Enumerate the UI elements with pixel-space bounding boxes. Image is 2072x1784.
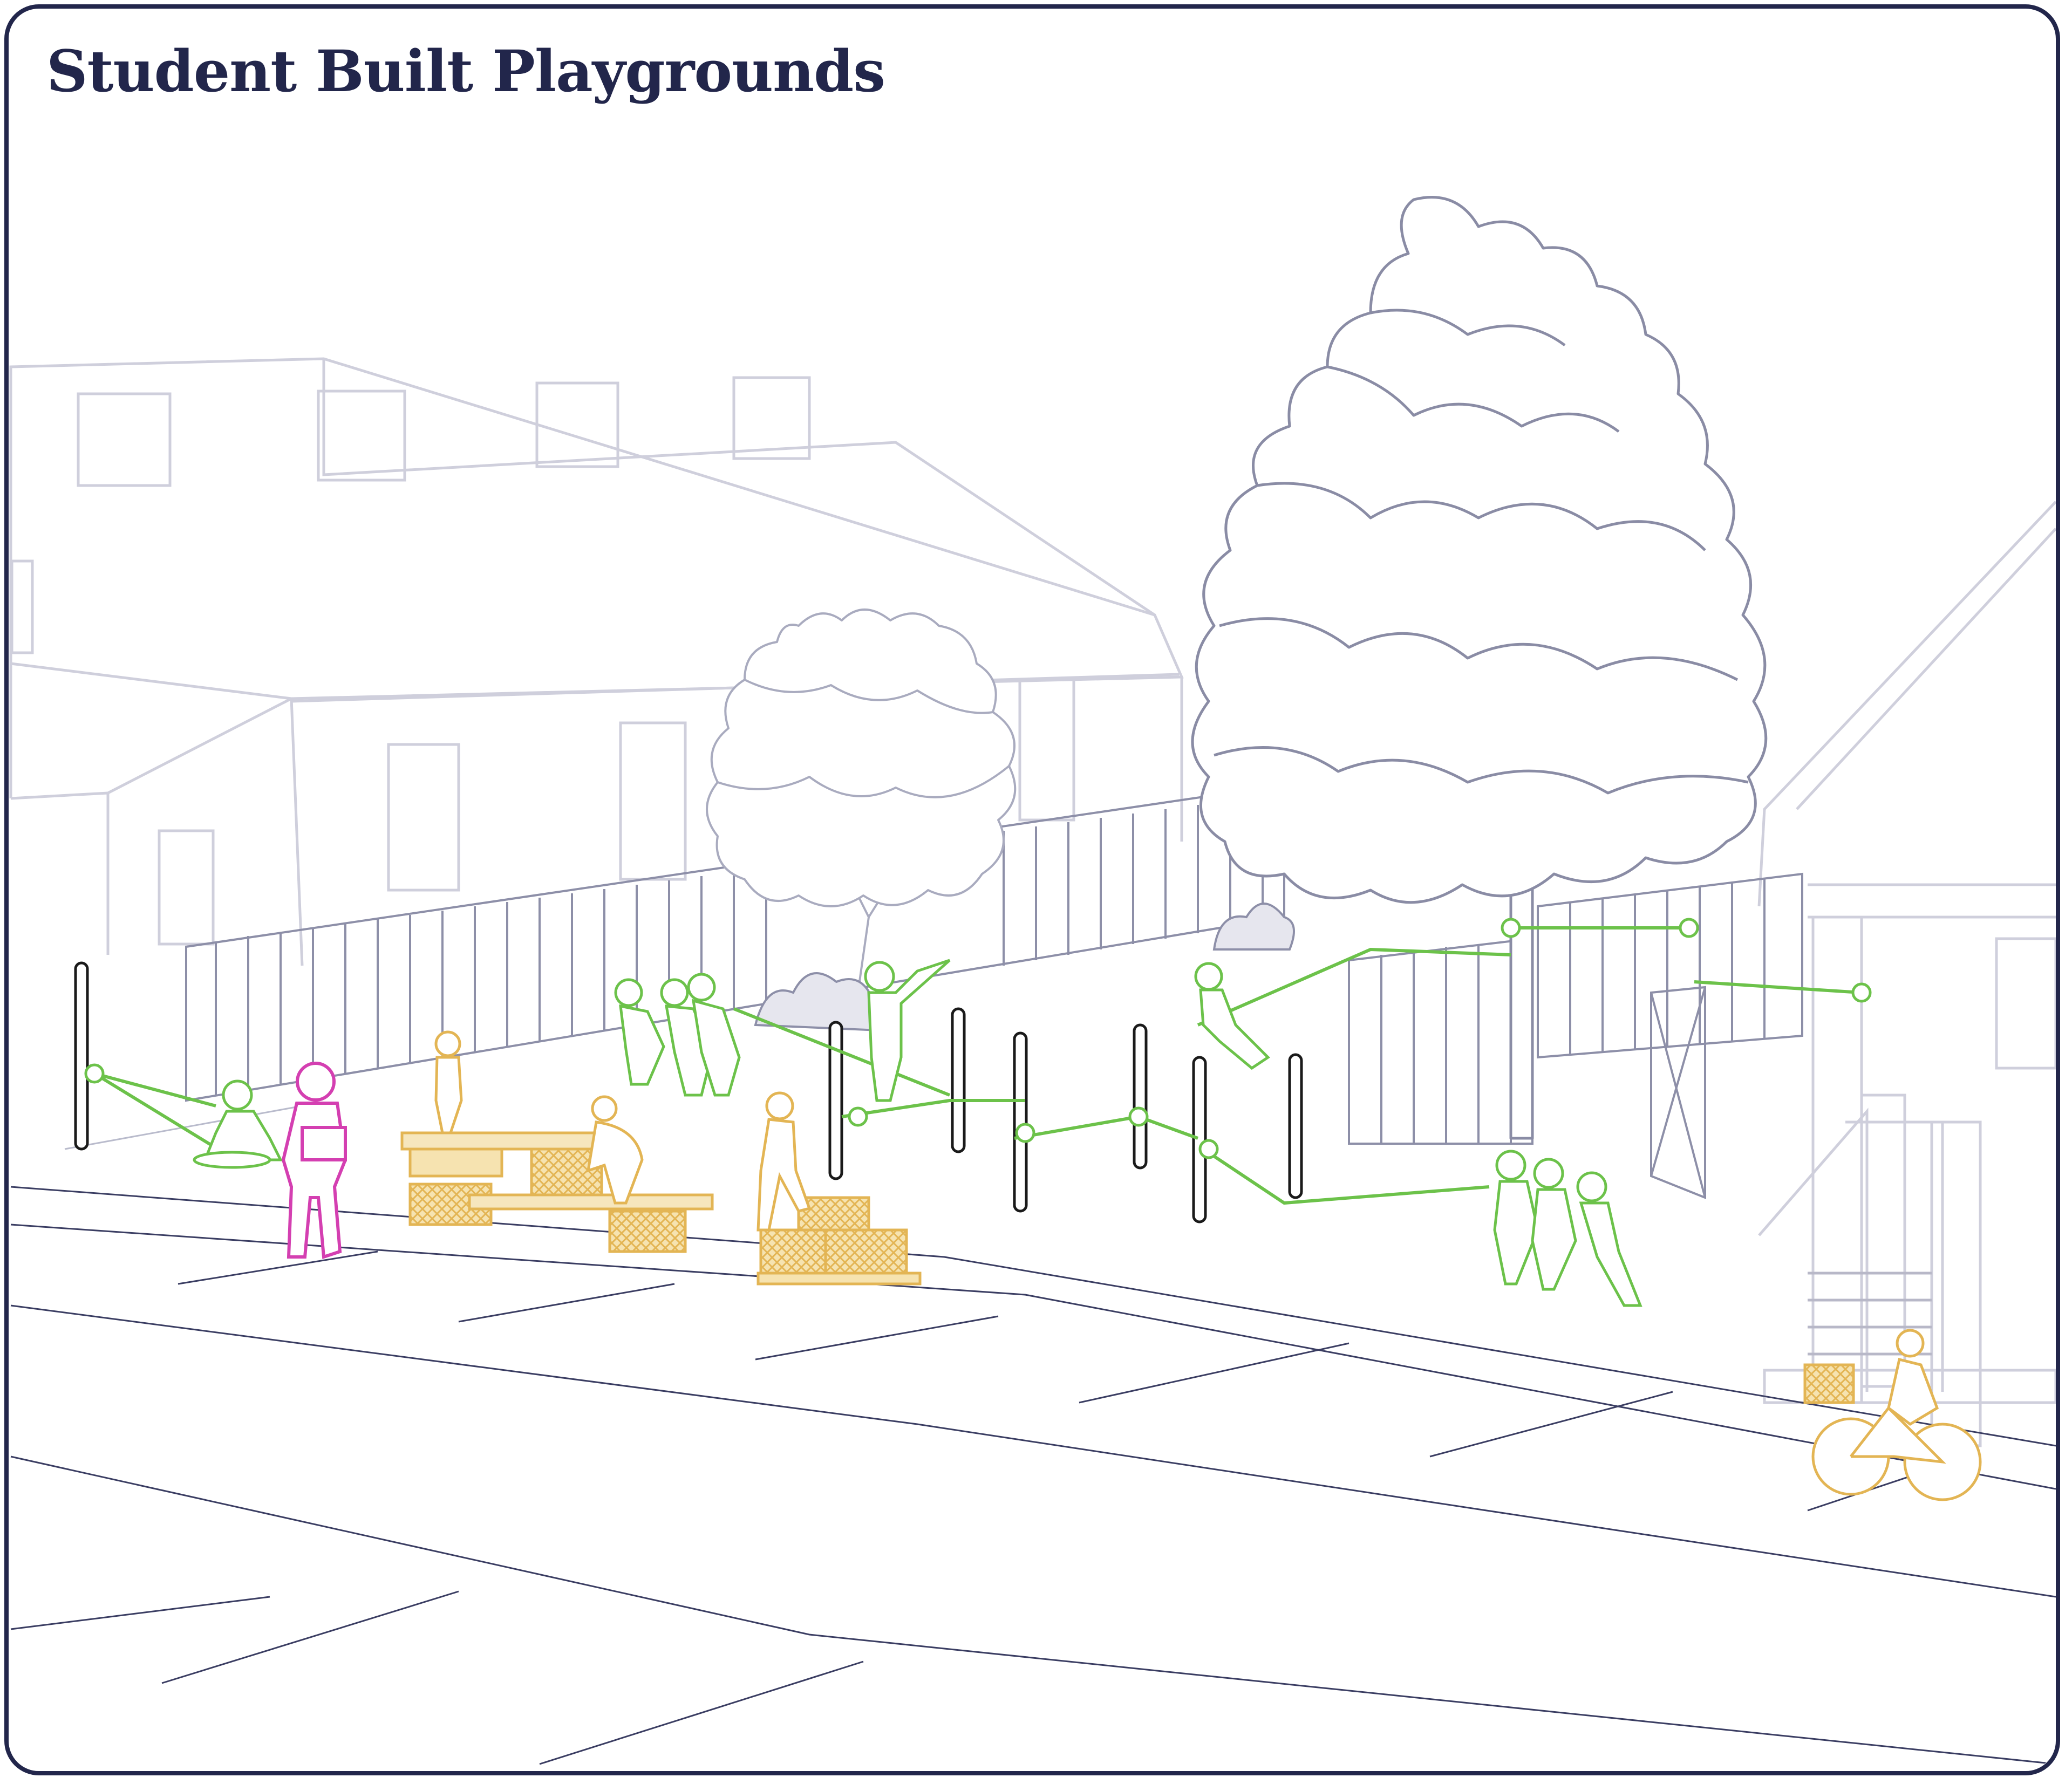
milk-crate-icon bbox=[400, 1131, 1855, 1404]
illustration-frame: Student Built Playgrounds bbox=[4, 4, 2060, 1775]
post-icon bbox=[828, 1021, 843, 1180]
tree-icon bbox=[706, 609, 1017, 993]
child-figure-icon bbox=[434, 1030, 812, 1232]
bush-icon bbox=[1212, 903, 1295, 951]
post-icon bbox=[1288, 1053, 1303, 1199]
post-icon bbox=[74, 961, 89, 1151]
teacher-figure-icon bbox=[281, 1062, 347, 1260]
house-icon bbox=[9, 357, 1184, 966]
page-title: Student Built Playgrounds bbox=[46, 37, 885, 105]
tree-icon bbox=[1191, 196, 1768, 1140]
post-icon bbox=[1133, 1023, 1148, 1170]
post-icon bbox=[1013, 1031, 1028, 1213]
fence-icon bbox=[185, 783, 1803, 1199]
child-figure-icon bbox=[193, 959, 1642, 1307]
rope-pulley-icon bbox=[84, 918, 1872, 1205]
bicycle-icon bbox=[1811, 1329, 1982, 1501]
post-icon bbox=[951, 1007, 966, 1153]
post-icon bbox=[1192, 1056, 1207, 1223]
post-group bbox=[74, 961, 1303, 1223]
house-icon bbox=[1757, 501, 2056, 1447]
